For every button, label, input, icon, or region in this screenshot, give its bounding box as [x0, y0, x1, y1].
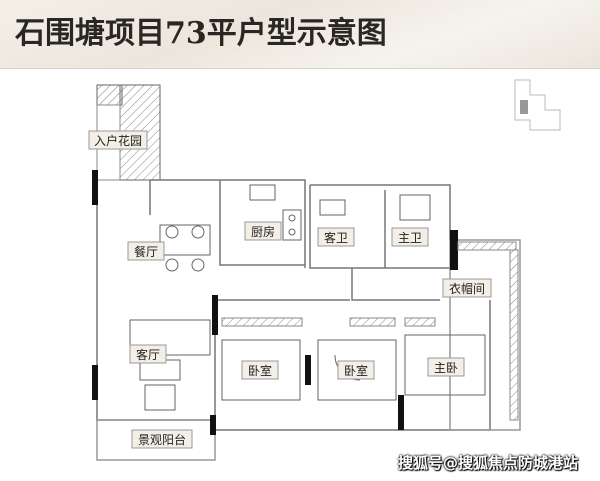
watermark: 搜狐号@搜狐焦点防城港站 — [398, 454, 579, 472]
label-balcony: 景观阳台 — [131, 429, 193, 449]
label-bedroom-1: 卧室 — [241, 360, 279, 380]
label-entry-garden: 入户花园 — [88, 130, 148, 150]
svg-text:客厅: 客厅 — [136, 347, 160, 362]
label-closet: 衣帽间 — [442, 278, 492, 298]
key-plan-thumbnail — [514, 79, 561, 131]
label-bedroom-2: 卧室 — [337, 360, 375, 380]
page-title: 石围塘项目73平户型示意图 — [15, 16, 387, 51]
label-master-bath: 主卫 — [391, 227, 429, 247]
svg-text:餐厅: 餐厅 — [134, 244, 158, 259]
label-master-bedroom: 主卧 — [427, 357, 465, 377]
svg-text:卧室: 卧室 — [248, 363, 272, 378]
svg-text:厨房: 厨房 — [251, 224, 275, 239]
walls — [96, 179, 521, 461]
svg-text:入户花园: 入户花园 — [94, 133, 142, 148]
label-dining: 餐厅 — [127, 241, 165, 261]
room-labels: 入户花园 餐厅 厨房 客卫 主卫 衣帽间 客厅 卧室 卧室 主卧 景观阳台 — [88, 130, 492, 449]
svg-text:客卫: 客卫 — [324, 230, 348, 245]
svg-text:衣帽间: 衣帽间 — [449, 281, 485, 296]
label-kitchen: 厨房 — [244, 221, 282, 241]
svg-text:主卧: 主卧 — [434, 361, 458, 375]
label-living: 客厅 — [129, 344, 167, 364]
svg-text:卧室: 卧室 — [344, 363, 368, 378]
label-guest-bath: 客卫 — [317, 227, 355, 247]
svg-text:主卫: 主卫 — [398, 231, 422, 245]
balcony-railings — [221, 241, 519, 421]
header-banner: 石围塘项目73平户型示意图 — [0, 0, 600, 69]
structural-columns — [92, 170, 458, 435]
svg-text:景观阳台: 景观阳台 — [138, 432, 186, 447]
